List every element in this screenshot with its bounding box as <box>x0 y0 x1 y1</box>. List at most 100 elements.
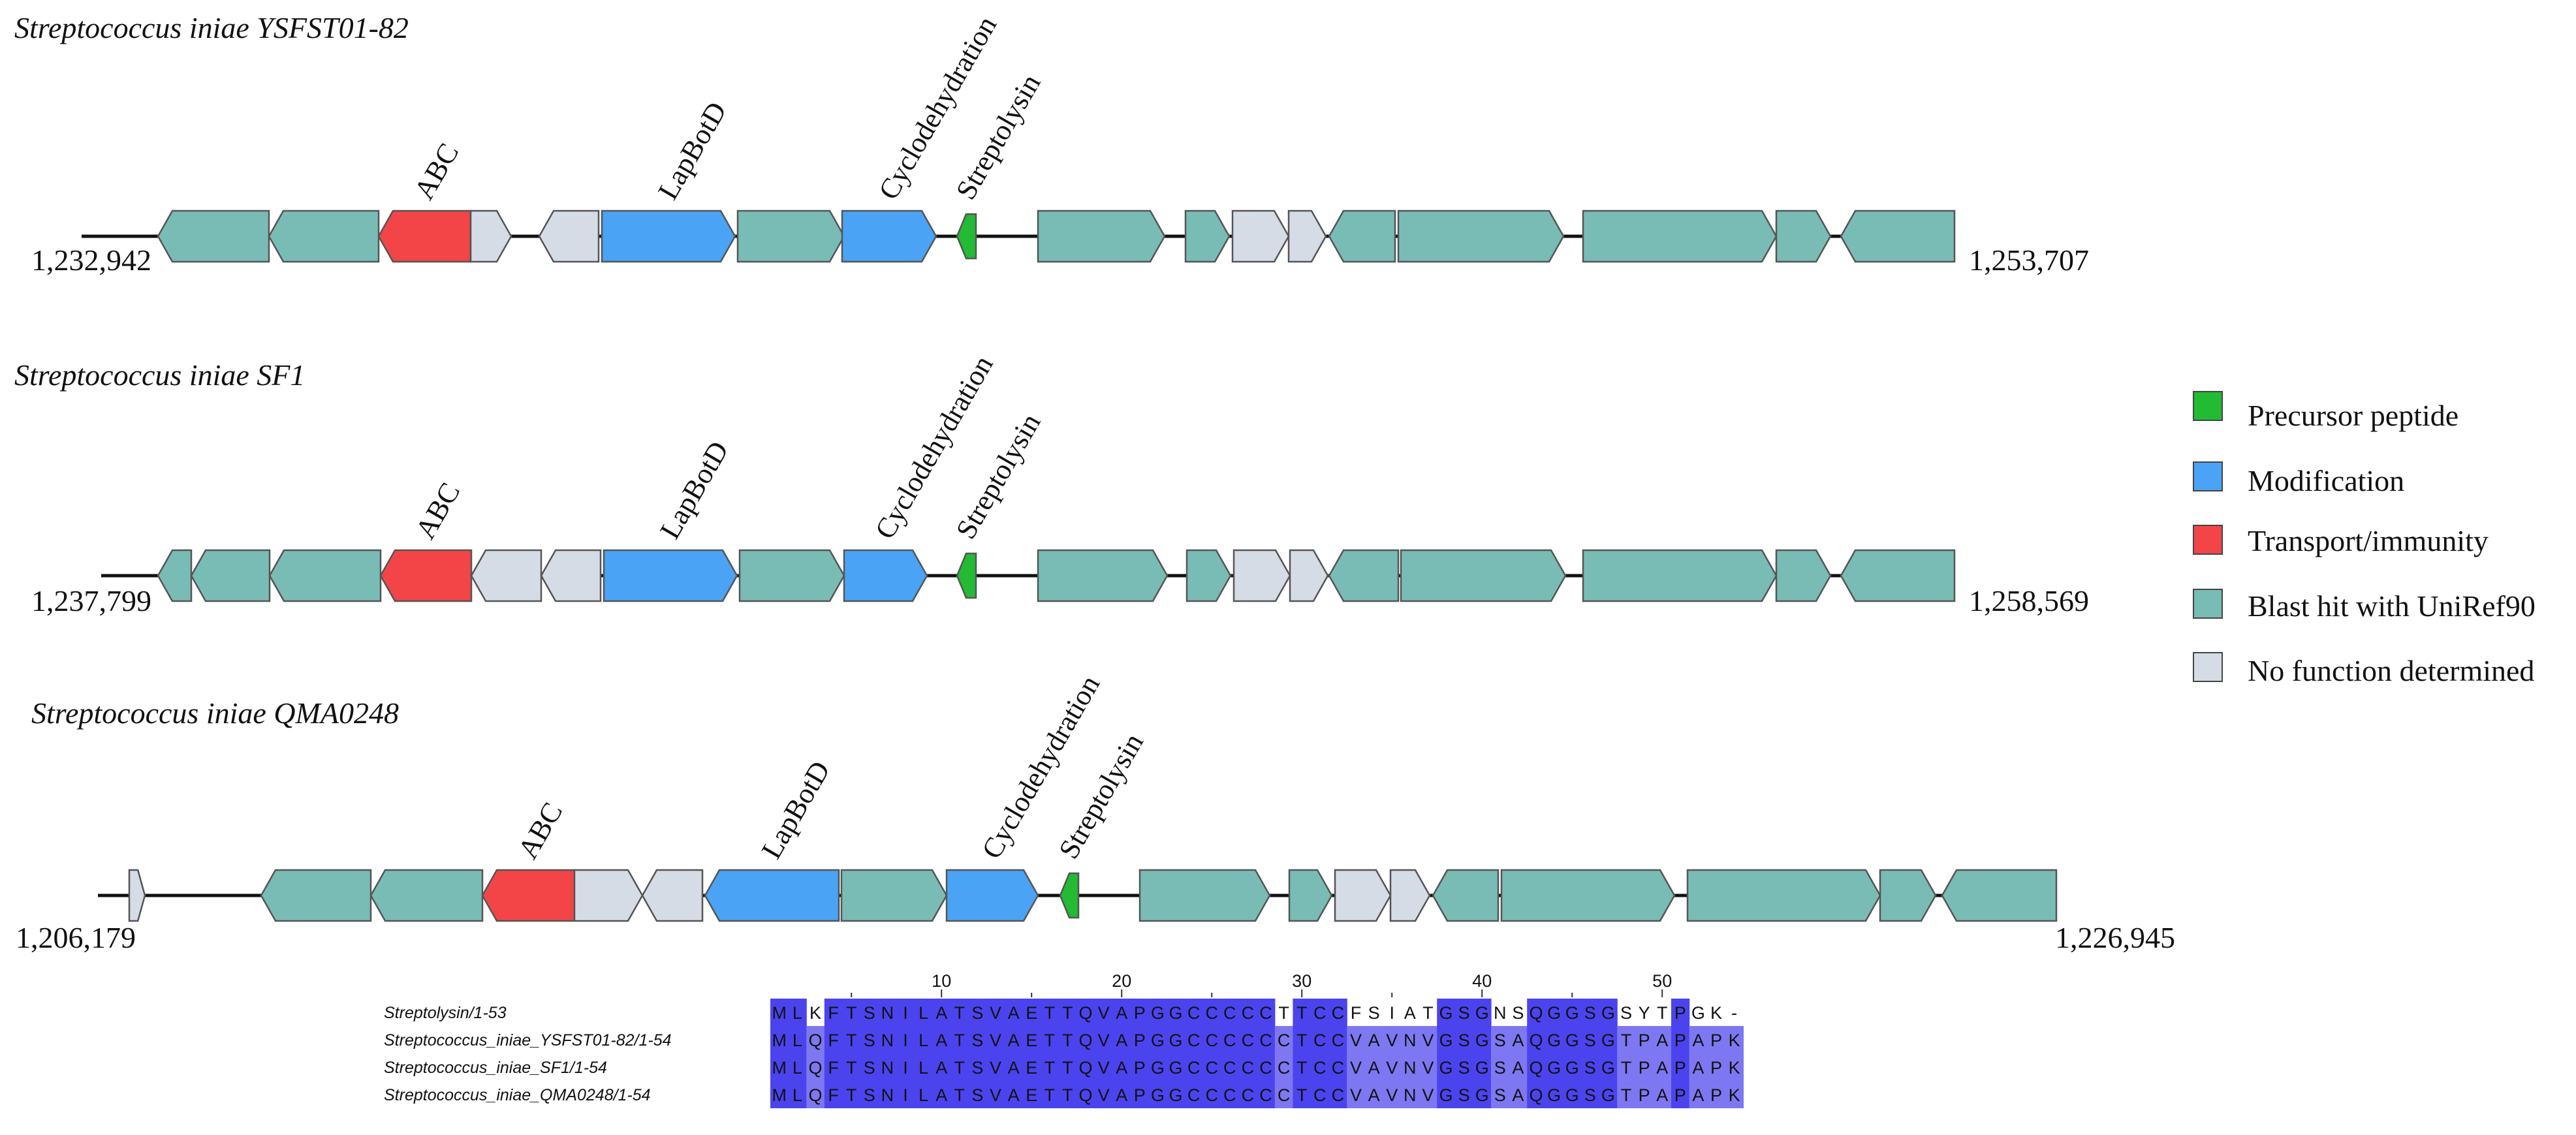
residue-cell <box>1454 1053 1473 1081</box>
residue-cell <box>1617 1053 1636 1081</box>
residue-char: C <box>1313 1085 1327 1105</box>
residue-char: Q <box>1529 1085 1543 1105</box>
residue-cell <box>932 999 951 1026</box>
gene-arrow-blast <box>260 869 372 922</box>
gene-arrow-modification <box>601 210 736 263</box>
residue-char: V <box>1098 1058 1110 1078</box>
residue-char: P <box>1639 1031 1650 1050</box>
residue-char: A <box>1116 1058 1127 1078</box>
residue-char: M <box>772 1031 787 1050</box>
residue-cell <box>1491 1026 1510 1053</box>
residue-cell <box>986 1081 1005 1108</box>
residue-char: T <box>846 1085 857 1105</box>
residue-char: M <box>772 1003 787 1023</box>
residue-char: Y <box>1639 1003 1650 1023</box>
residue-char: C <box>1332 1058 1345 1078</box>
residue-char: T <box>1045 1058 1056 1078</box>
gene-label: LapBotD <box>653 436 734 544</box>
residue-char: C <box>1187 1085 1201 1105</box>
gene-arrow-none <box>1289 549 1329 602</box>
residue-char: E <box>1026 1031 1037 1050</box>
residue-cell <box>1202 1026 1221 1053</box>
residue-char: C <box>1278 1058 1291 1078</box>
residue-cell <box>986 1053 1005 1081</box>
residue-char: G <box>1601 1058 1615 1078</box>
residue-cell <box>1545 1081 1563 1108</box>
end-coordinate: 1,258,569 <box>1969 584 2089 617</box>
residue-char: G <box>1601 1031 1615 1050</box>
residue-char: G <box>1439 1031 1453 1050</box>
residue-cell <box>1347 1026 1366 1053</box>
residue-cell <box>1527 1053 1546 1081</box>
residue-cell <box>896 1081 915 1108</box>
residue-cell <box>1635 1081 1654 1108</box>
residue-cell <box>1635 1053 1654 1081</box>
residue-char: L <box>919 1031 928 1050</box>
legend-label-precursor: Precursor peptide <box>2248 399 2458 432</box>
residue-cell <box>1058 999 1077 1026</box>
residue-cell <box>1437 1053 1456 1081</box>
residue-char: S <box>971 1031 983 1050</box>
legend: Precursor peptide Modification Transport… <box>2193 391 2536 687</box>
gene-arrow-blast <box>1840 549 1956 602</box>
gene-arrow-none <box>1231 210 1290 263</box>
residue-char: K <box>809 1003 821 1023</box>
residue-char: T <box>1296 1031 1308 1050</box>
residue-cell <box>1671 1081 1690 1108</box>
residue-cell <box>1581 999 1600 1026</box>
residue-cell <box>1419 1081 1437 1108</box>
residue-cell <box>950 1026 969 1053</box>
residue-cell <box>1653 1026 1672 1053</box>
residue-char: C <box>1223 1003 1236 1023</box>
gene-arrow-blast <box>1328 210 1396 263</box>
residue-char: V <box>1422 1058 1434 1078</box>
residue-char: P <box>1674 1031 1686 1050</box>
residue-char: V <box>1386 1085 1398 1105</box>
residue-cell <box>1022 1053 1041 1081</box>
residue-cell <box>1131 1081 1150 1108</box>
residue-char: L <box>919 1003 928 1023</box>
residue-char: T <box>1045 1085 1056 1105</box>
residue-cell <box>1527 1081 1546 1108</box>
residue-char: S <box>1458 1003 1470 1023</box>
residue-cell <box>1689 1081 1708 1108</box>
residue-char: Q <box>808 1085 822 1105</box>
residue-char: A <box>1512 1058 1524 1078</box>
residue-char: C <box>1313 1031 1327 1050</box>
residue-cell <box>806 1026 825 1053</box>
residue-cell <box>968 1026 987 1053</box>
residue-cell <box>1293 1053 1312 1081</box>
residue-cell <box>1473 999 1492 1026</box>
gene-arrow-blast <box>1432 869 1500 922</box>
residue-cell <box>1221 999 1240 1026</box>
residue-cell <box>1041 1026 1060 1053</box>
residue-char: N <box>881 1003 894 1023</box>
residue-char: - <box>1731 1003 1737 1023</box>
gene-arrow-blast <box>1397 210 1565 263</box>
residue-char: S <box>864 1003 875 1023</box>
gene-arrow-none <box>128 869 146 922</box>
residue-char: T <box>954 1058 966 1078</box>
residue-char: S <box>971 1058 983 1078</box>
residue-char: C <box>1332 1003 1345 1023</box>
gene-arrow-none <box>641 869 704 922</box>
residue-cell <box>1311 1026 1330 1053</box>
gene-label: ABC <box>409 477 467 544</box>
residue-cell <box>1347 1053 1366 1081</box>
residue-cell <box>1274 1053 1293 1081</box>
legend-swatch-none <box>2193 652 2223 682</box>
residue-char: G <box>1565 1003 1579 1023</box>
residue-cell <box>1167 1053 1186 1081</box>
residue-char: Q <box>1529 1031 1543 1050</box>
residue-cell <box>1257 1053 1276 1081</box>
residue-cell <box>1131 999 1150 1026</box>
residue-cell <box>1454 1081 1473 1108</box>
residue-char: G <box>1169 1003 1182 1023</box>
residue-char: L <box>793 1058 802 1078</box>
residue-char: G <box>1691 1003 1705 1023</box>
residue-cell <box>1725 1053 1744 1081</box>
residue-char: T <box>1062 1003 1073 1023</box>
gene-arrow-blast <box>1582 210 1778 263</box>
residue-char: C <box>1223 1031 1236 1050</box>
gene-arrow-none <box>1233 549 1291 602</box>
